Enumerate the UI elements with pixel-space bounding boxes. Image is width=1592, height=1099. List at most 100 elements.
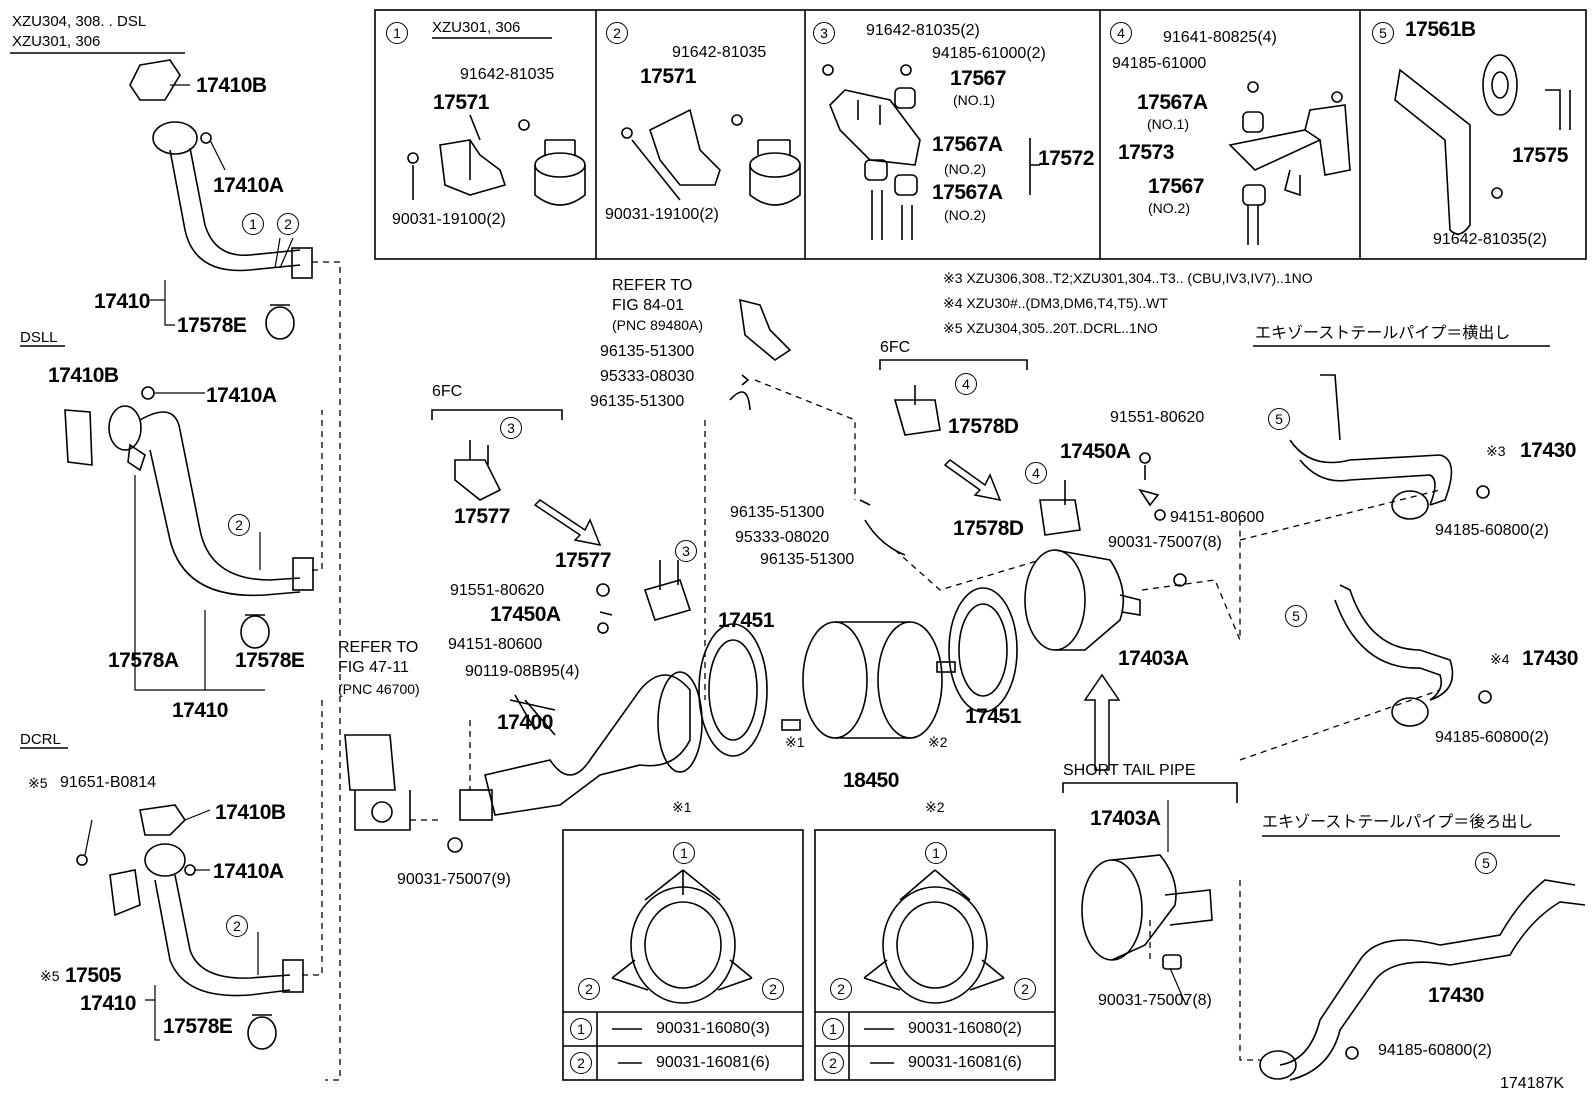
callout-2: 2 (578, 978, 600, 1000)
part-label[interactable]: 17571 (640, 65, 696, 88)
inset-frames (374, 9, 1587, 260)
part-label[interactable]: 90031-75007(9) (397, 871, 511, 888)
part-label[interactable]: 96135-51300 (590, 393, 685, 410)
part-label[interactable]: 17567A (1137, 91, 1208, 114)
part-label[interactable]: 17575 (1512, 144, 1568, 167)
right-tail-pipes (1259, 374, 1586, 1081)
bolt-spec[interactable]: 90031-16081(6) (908, 1054, 1022, 1071)
part-label[interactable]: 91642-81035(2) (866, 22, 980, 39)
part-label[interactable]: 17451 (965, 705, 1021, 728)
part-label[interactable]: 96135-51300 (760, 551, 855, 568)
part-note: (NO.2) (944, 207, 986, 223)
part-label[interactable]: 17410B (215, 801, 286, 824)
part-label[interactable]: 17571 (433, 91, 489, 114)
part-label[interactable]: 95333-08030 (600, 368, 695, 385)
part-label[interactable]: 94185-61000 (1112, 55, 1207, 72)
part-label[interactable]: 94151-80600 (448, 636, 543, 653)
refer-text[interactable]: FIG 84-01 (612, 297, 685, 314)
section-header: エキゾーストテールパイプ＝横出し (1255, 325, 1511, 342)
part-label[interactable]: 90031-75007(8) (1098, 992, 1212, 1009)
part-label[interactable]: 17410 (172, 699, 228, 722)
note-mark: ※3 (1486, 443, 1506, 459)
callout-4: 4 (1025, 462, 1047, 484)
part-label[interactable]: 17410A (206, 384, 277, 407)
part-label[interactable]: 96135-51300 (600, 343, 695, 360)
callout-5: 5 (1475, 852, 1497, 874)
callout-2: 2 (822, 1052, 844, 1074)
callout-1: 1 (822, 1018, 844, 1040)
part-label[interactable]: 17578E (235, 649, 305, 672)
bolt-spec[interactable]: 90031-16080(2) (908, 1020, 1022, 1037)
part-label[interactable]: 95333-08020 (735, 529, 830, 546)
part-label[interactable]: 17410 (80, 992, 136, 1015)
part-label[interactable]: 17410B (196, 74, 267, 97)
part-label[interactable]: 94185-60800(2) (1435, 522, 1549, 539)
callout-2: 2 (228, 514, 250, 536)
part-label[interactable]: 90119-08B95(4) (465, 663, 580, 680)
callout-4: 4 (955, 373, 977, 395)
part-label[interactable]: 17410A (213, 860, 284, 883)
part-label[interactable]: 17410B (48, 364, 119, 387)
gasket-box-1 (562, 829, 804, 1081)
part-label[interactable]: 17450A (490, 603, 561, 626)
gasket-box-2 (814, 829, 1056, 1081)
part-label[interactable]: 90031-19100(2) (392, 211, 506, 228)
part-label[interactable]: 91642-81035 (460, 66, 555, 83)
part-label[interactable]: 17578E (177, 314, 247, 337)
part-label[interactable]: 94185-60800(2) (1435, 729, 1549, 746)
part-label[interactable]: 17573 (1118, 141, 1174, 164)
inset2-number: 2 (606, 22, 628, 44)
part-label[interactable]: 17430 (1428, 984, 1484, 1007)
part-label[interactable]: 17578D (953, 517, 1024, 540)
part-label[interactable]: 17578D (948, 415, 1019, 438)
part-label[interactable]: 17410A (213, 174, 284, 197)
part-label[interactable]: 91642-81035(2) (1433, 231, 1547, 248)
part-label[interactable]: 17577 (454, 505, 510, 528)
part-label[interactable]: 17578A (108, 649, 179, 672)
part-label[interactable]: 96135-51300 (730, 504, 825, 521)
part-label[interactable]: 17451 (718, 609, 774, 632)
part-label[interactable]: 17567A (932, 181, 1003, 204)
refer-text: (PNC 46700) (338, 681, 420, 697)
part-label[interactable]: 94185-61000(2) (932, 45, 1046, 62)
part-label[interactable]: 17410 (94, 290, 150, 313)
part-label[interactable]: 17450A (1060, 440, 1131, 463)
part-label[interactable]: 17577 (555, 549, 611, 572)
callout-5: 5 (1268, 408, 1290, 430)
part-label[interactable]: 91642-81035 (672, 44, 767, 61)
part-label[interactable]: 17400 (497, 711, 553, 734)
refer-text[interactable]: FIG 47-11 (338, 659, 409, 676)
part-label[interactable]: 17561B (1405, 18, 1476, 41)
callout-2: 2 (830, 978, 852, 1000)
part-label[interactable]: 17430 (1520, 439, 1576, 462)
part-label[interactable]: 17567 (1148, 175, 1204, 198)
part-label[interactable]: 91651-B0814 (60, 774, 157, 791)
section-title: SHORT TAIL PIPE (1063, 762, 1196, 779)
bolt-spec[interactable]: 90031-16080(3) (656, 1020, 770, 1037)
inset1-number: 1 (386, 22, 408, 44)
part-label[interactable]: 94185-60800(2) (1378, 1042, 1492, 1059)
part-label[interactable]: 17578E (163, 1015, 233, 1038)
inset1-title: XZU301, 306 (432, 19, 521, 36)
part-label[interactable]: 17403A (1118, 647, 1189, 670)
part-label[interactable]: 90031-75007(8) (1108, 534, 1222, 551)
part-label[interactable]: 17403A (1090, 807, 1161, 830)
gasket-mark: ※1 (672, 799, 692, 815)
part-label[interactable]: 94151-80600 (1170, 509, 1265, 526)
part-label[interactable]: 91551-80620 (450, 582, 545, 599)
part-label[interactable]: 17567A (932, 133, 1003, 156)
part-label[interactable]: 91641-80825(4) (1163, 29, 1277, 46)
callout-2: 2 (1014, 978, 1036, 1000)
part-label[interactable]: 17505 (65, 964, 121, 987)
part-label[interactable]: 91551-80620 (1110, 409, 1205, 426)
part-label[interactable]: 17572 (1038, 147, 1094, 170)
bolt-spec[interactable]: 90031-16081(6) (656, 1054, 770, 1071)
leader-lines (84, 84, 1187, 1041)
hollow-arrows (533, 459, 1121, 771)
part-label[interactable]: 90031-19100(2) (605, 206, 719, 223)
part-label[interactable]: 18450 (843, 769, 899, 792)
part-label[interactable]: 17567 (950, 67, 1006, 90)
part-label[interactable]: 17430 (1522, 647, 1578, 670)
note-5: ※5 XZU304,305..20T..DCRL..1NO (943, 320, 1158, 336)
callout-2: 2 (570, 1052, 592, 1074)
